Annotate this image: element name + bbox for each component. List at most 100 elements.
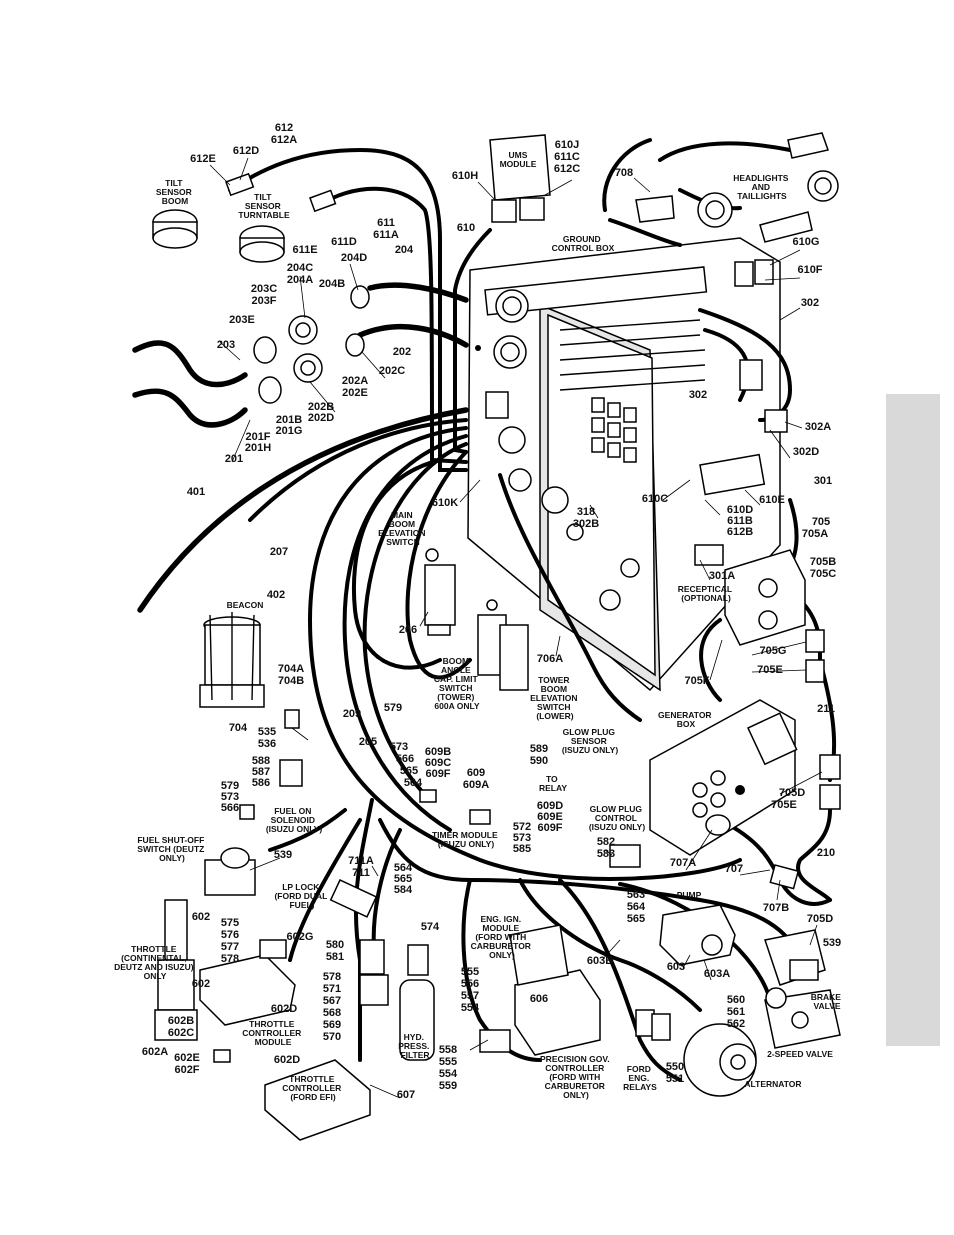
label-throttle: THROTTLE (CONTINENTAL, DEUTZ AND ISUZU) … <box>114 944 196 981</box>
label-beacon: BEACON <box>227 600 264 610</box>
callout-612c: 612C <box>554 163 580 175</box>
callout-536: 536 <box>258 738 276 750</box>
callout-611d: 611D <box>331 236 357 248</box>
callout-602f: 602F <box>174 1064 199 1076</box>
callout-202a: 202A <box>342 375 368 387</box>
inline-connectors <box>769 754 841 890</box>
label-to-relay: TO RELAY <box>539 774 567 793</box>
callout-606: 606 <box>530 993 548 1005</box>
label-glow-plug-sensor: GLOW PLUG SENSOR (ISUZU ONLY) <box>562 727 619 755</box>
label-pump: PUMP <box>677 890 702 900</box>
callout-705f: 705F <box>684 675 709 687</box>
callout-609b: 609B <box>425 746 451 758</box>
callout-704b: 704B <box>278 675 304 687</box>
small-modules <box>213 709 641 1063</box>
callout-572: 572 <box>513 821 531 833</box>
callout-203: 203 <box>217 339 235 351</box>
callout-590: 590 <box>530 755 548 767</box>
callout-573-b: 573 <box>221 791 239 803</box>
callout-202d: 202D <box>308 412 334 424</box>
label-generator-box: GENERATOR BOX <box>658 710 714 729</box>
callout-302a: 302A <box>805 421 831 433</box>
callout-705g: 705G <box>760 645 787 657</box>
label-boom-angle-switch: BOOM ANGLE CAP. LIMIT SWITCH (TOWER) 600… <box>434 656 480 711</box>
callout-707: 707 <box>725 863 743 875</box>
callout-556: 556 <box>461 978 479 990</box>
fuel-shutoff-switch <box>204 847 256 896</box>
callout-561: 561 <box>727 1006 745 1018</box>
callout-573-c: 573 <box>513 832 531 844</box>
label-lp-lock: LP LOCK (FORD DUAL FUEL) <box>274 882 329 910</box>
callout-610c: 610C <box>642 493 668 505</box>
callout-705: 705 <box>812 516 830 528</box>
label-alternator: ALTERNATOR <box>744 1079 801 1089</box>
label-tilt-sensor-turntable: TILT SENSOR TURNTABLE <box>238 192 290 220</box>
callout-602c: 602C <box>168 1027 194 1039</box>
callout-610k: 610K <box>432 497 458 509</box>
callout-565-b: 565 <box>394 873 412 885</box>
side-tab <box>886 394 940 1046</box>
callout-554: 554 <box>461 1002 480 1014</box>
receptical <box>724 549 825 683</box>
callout-559: 559 <box>439 1080 457 1092</box>
callout-569: 569 <box>323 1019 341 1031</box>
callout-602d: 602D <box>271 1003 297 1015</box>
line: BOOM <box>162 196 188 206</box>
pump <box>659 904 736 966</box>
callout-301: 301 <box>814 475 832 487</box>
callout-539: 539 <box>274 849 292 861</box>
label-timer-module: TIMER MODULE (ISUZU ONLY) <box>432 830 500 849</box>
callout-708: 708 <box>615 167 633 179</box>
callout-584: 584 <box>394 884 413 896</box>
callout-202b: 202B <box>308 401 334 413</box>
callout-609e: 609E <box>537 811 563 823</box>
line: TILT <box>165 178 183 188</box>
callout-210: 210 <box>817 847 835 859</box>
callout-589: 589 <box>530 743 548 755</box>
callout-704: 704 <box>229 722 248 734</box>
callout-567: 567 <box>323 995 341 1007</box>
callout-563: 563 <box>627 889 645 901</box>
callout-568: 568 <box>323 1007 341 1019</box>
callout-705e-b: 705E <box>771 799 797 811</box>
callout-705a: 705A <box>802 528 828 540</box>
label-hyd-filter: HYD. PRESS. FILTER <box>398 1032 432 1060</box>
callout-203f: 203F <box>251 295 276 307</box>
callout-705c: 705C <box>810 568 836 580</box>
callout-576: 576 <box>221 929 239 941</box>
callout-201h: 201H <box>245 442 271 454</box>
callout-602b: 602B <box>168 1015 194 1027</box>
callout-202c: 202C <box>379 365 405 377</box>
callout-612d: 612D <box>233 145 259 157</box>
callout-705e: 705E <box>757 664 783 676</box>
callout-204a: 204A <box>287 274 313 286</box>
label-headlights: HEADLIGHTS AND TAILLIGHTS <box>733 173 791 201</box>
callout-602g: 602G <box>287 931 314 943</box>
callout-578: 578 <box>221 953 239 965</box>
callout-610e: 610E <box>759 494 785 506</box>
callout-603b: 603B <box>587 955 613 967</box>
control-panel-switches <box>541 397 640 611</box>
callout-301a: 301A <box>709 570 735 582</box>
headlights-and-taillights <box>635 132 839 243</box>
callout-707b: 707B <box>763 902 789 914</box>
callout-566: 566 <box>396 753 414 765</box>
label-tilt-sensor-boom: TILT SENSOR BOOM <box>156 178 194 206</box>
relays-610 <box>694 259 788 566</box>
callout-609a: 609A <box>463 779 489 791</box>
two-speed-valve <box>764 987 841 1049</box>
callout-402: 402 <box>267 589 285 601</box>
callout-587: 587 <box>252 766 270 778</box>
callout-302: 302 <box>801 297 819 309</box>
beacon <box>199 612 265 708</box>
alternator <box>683 1023 757 1097</box>
label-ground-control-box: GROUND CONTROL BOX <box>552 234 615 253</box>
callout-labels: 612 612A 612E 612D 611 611A 611E 611D 61… <box>142 122 841 1101</box>
callout-609c: 609C <box>425 757 451 769</box>
callout-539-b: 539 <box>823 937 841 949</box>
callout-401: 401 <box>187 486 205 498</box>
label-brake-valve: BRAKE VALVE <box>811 992 844 1011</box>
callout-609f-b: 609F <box>537 822 562 834</box>
